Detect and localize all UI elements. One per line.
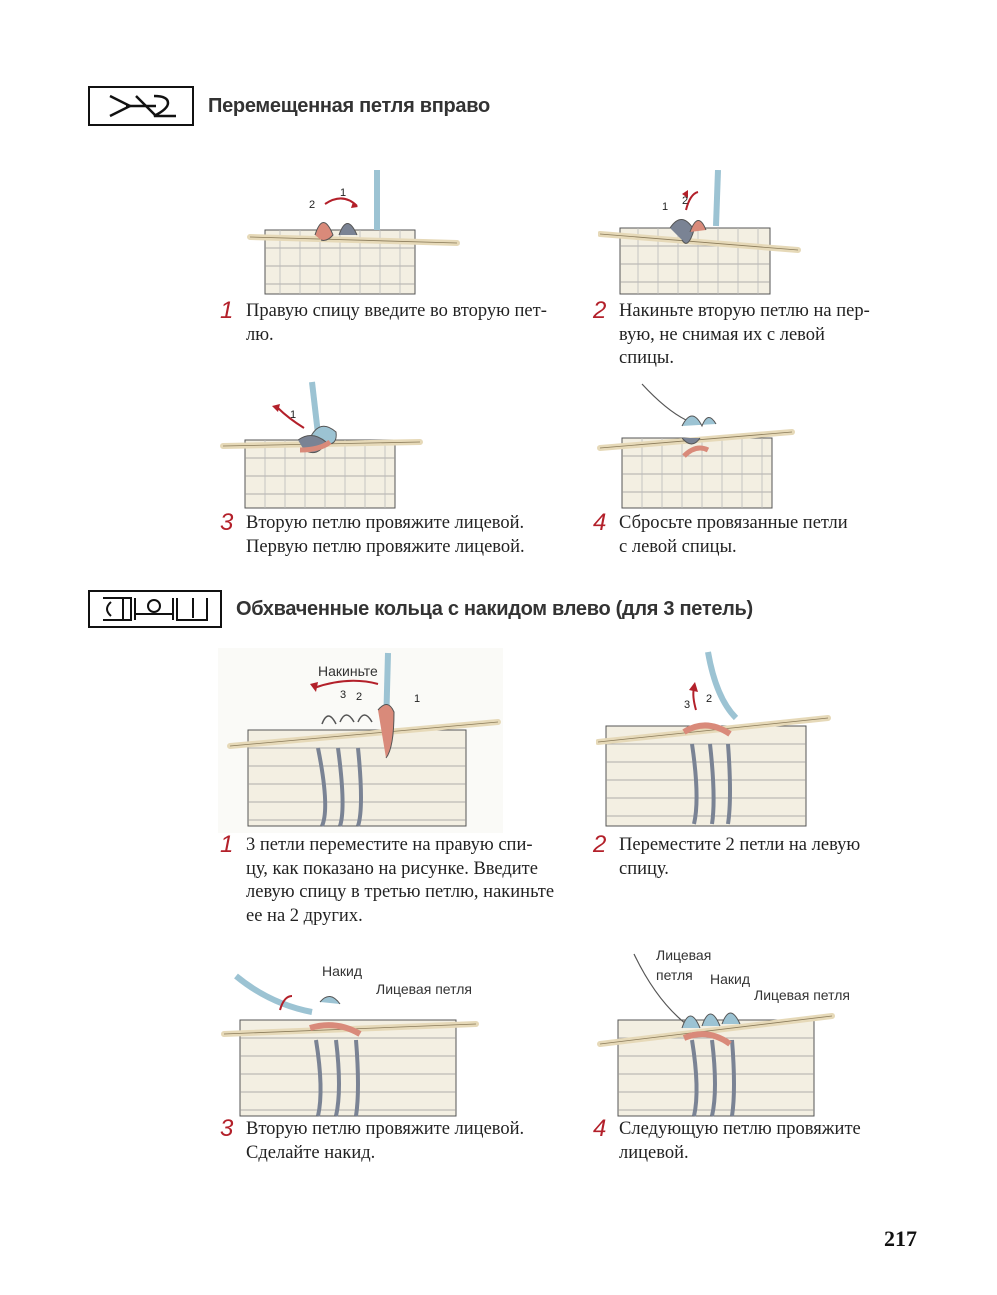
page-number: 217 (884, 1226, 917, 1251)
svg-text:1: 1 (414, 693, 420, 705)
symbol-cross-right-icon (88, 86, 194, 126)
svg-text:петля: петля (656, 967, 693, 983)
step-number: 2 (593, 831, 607, 858)
step-text: Вторую петлю провяжите лицевой. Первую п… (246, 513, 525, 557)
step-s2-3: 3 Вторую петлю провяжите лицевой. Сделай… (220, 1115, 580, 1165)
knit-diagram-s1-4 (597, 383, 795, 509)
svg-text:2: 2 (682, 195, 688, 207)
step-text: Сбросьте провязанные петли с левой спицы… (619, 513, 848, 557)
svg-text:3: 3 (340, 689, 346, 701)
svg-text:2: 2 (356, 691, 362, 703)
step-text: Вторую петлю провяжите лицевой. Сделайте… (246, 1119, 525, 1163)
section-title-2: Обхваченные кольца с накидом влево (для … (236, 597, 753, 620)
step-number: 2 (593, 297, 607, 324)
svg-text:1: 1 (290, 409, 296, 421)
svg-text:Накиньте: Накиньте (318, 663, 378, 679)
svg-text:Лицевая петля: Лицевая петля (754, 987, 850, 1003)
knit-diagram-s1-2: 1 2 (598, 170, 801, 295)
step-number: 1 (220, 831, 234, 858)
knit-diagram-s2-2: 3 2 (596, 651, 831, 827)
step-number: 4 (593, 1115, 607, 1142)
svg-text:Накид: Накид (322, 963, 362, 979)
step-s2-2: 2 Переместите 2 петли на левую спицу. (593, 831, 923, 881)
step-number: 4 (593, 509, 607, 536)
section-header-2: Обхваченные кольца с накидом влево (для … (88, 590, 753, 628)
step-text: Правую спицу введите во вторую пет- лю. (246, 301, 547, 345)
svg-text:3: 3 (684, 699, 690, 711)
step-s2-4: 4 Следующую петлю провяжите лицевой. (593, 1115, 923, 1165)
section-header-1: Перемещенная петля вправо (88, 86, 490, 126)
knit-diagram-s2-4: Лицевая петля Накид Лицевая петля (597, 947, 850, 1117)
step-number: 1 (220, 297, 234, 324)
knit-diagram-s2-3: Накид Лицевая петля (221, 963, 479, 1117)
svg-text:1: 1 (340, 187, 346, 199)
svg-text:1: 1 (662, 201, 668, 213)
knit-diagram-s1-1: 2 1 (247, 170, 460, 295)
step-s2-1: 1 3 петли переместите на правую спи- цу,… (220, 831, 590, 928)
knit-diagram-s1-3: 1 (220, 381, 423, 509)
svg-text:2: 2 (309, 199, 315, 211)
step-text: Накиньте вторую петлю на пер- вую, не сн… (619, 301, 870, 368)
step-number: 3 (220, 509, 234, 536)
svg-text:Накид: Накид (710, 971, 750, 987)
section-title-1: Перемещенная петля вправо (208, 94, 490, 117)
step-number: 3 (220, 1115, 234, 1142)
step-text: 3 петли переместите на правую спи- цу, к… (246, 835, 555, 926)
svg-text:Лицевая: Лицевая (656, 947, 711, 963)
step-s1-3: 3 Вторую петлю провяжите лицевой. Первую… (220, 509, 580, 559)
step-s1-2: 2 Накиньте вторую петлю на пер- вую, не … (593, 297, 923, 371)
svg-text:2: 2 (706, 693, 712, 705)
step-text: Следующую петлю провяжите лицевой. (619, 1119, 861, 1163)
knit-diagram-s2-1: Накиньте 3 2 1 (218, 648, 503, 833)
symbol-wrapped-rings-icon (88, 590, 222, 628)
svg-text:Лицевая петля: Лицевая петля (376, 981, 472, 997)
step-text: Переместите 2 петли на левую спицу. (619, 835, 861, 879)
step-s1-1: 1 Правую спицу введите во вторую пет- лю… (220, 297, 580, 347)
step-s1-4: 4 Сбросьте провязанные петли с левой спи… (593, 509, 923, 559)
